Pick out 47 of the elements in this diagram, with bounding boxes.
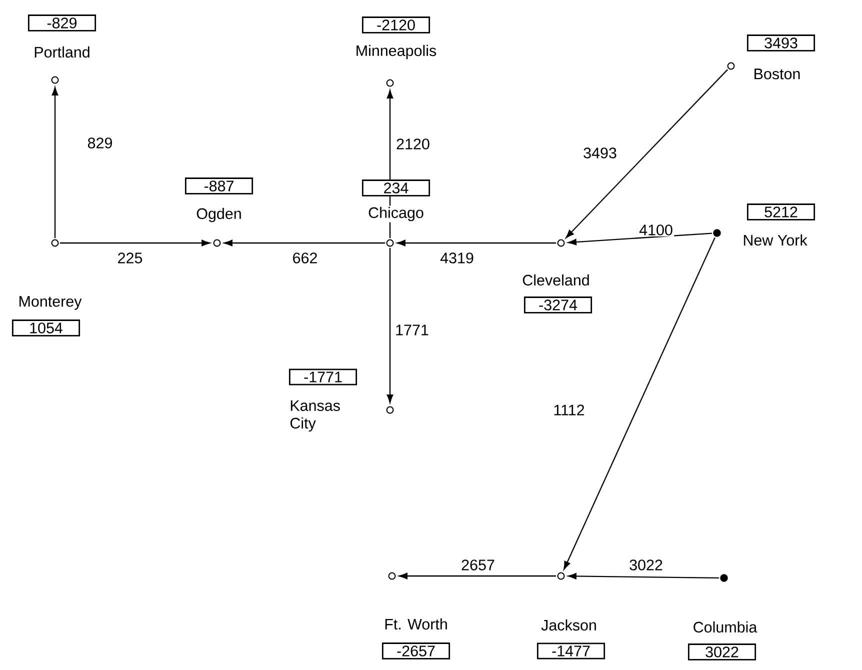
city-name: Cleveland — [520, 273, 592, 287]
city-name: Boston — [752, 68, 802, 80]
edge-label: 4319 — [438, 251, 476, 265]
city-dot — [713, 229, 721, 237]
edge-label: 3493 — [582, 146, 618, 160]
city-name: Chicago — [366, 206, 426, 222]
arrow — [386, 248, 394, 403]
edge-label: 2657 — [460, 558, 496, 572]
city-name: Ft. Worth — [382, 617, 450, 631]
value-box: -2120 — [362, 16, 430, 34]
value-box: 234 — [362, 180, 430, 196]
value-box: -829 — [28, 14, 96, 32]
edge-label: 1112 — [552, 404, 586, 416]
city-name: Monterey — [17, 295, 83, 311]
arrow — [568, 573, 719, 580]
edge-label: 662 — [291, 251, 319, 265]
edge-label: 1771 — [394, 324, 430, 336]
value-box: -1477 — [536, 642, 606, 660]
value-box: -2657 — [382, 642, 450, 660]
value-box: 1054 — [12, 320, 80, 336]
city-name: Minneapolis — [354, 44, 438, 60]
value-box: -887 — [184, 178, 254, 194]
value-box: -3274 — [524, 296, 592, 314]
arrow — [60, 240, 210, 246]
value-box: -1771 — [288, 368, 358, 386]
edge-label: 225 — [116, 251, 144, 265]
city-name: Columbia — [692, 620, 758, 634]
edge-label: 4100 — [638, 223, 674, 237]
city-name: Jackson — [540, 618, 598, 632]
edge-label: 3022 — [628, 558, 664, 572]
city-name: Portland — [32, 45, 92, 59]
city-dot — [720, 574, 728, 582]
arrow — [564, 237, 716, 570]
arrow — [568, 232, 712, 246]
value-box: 3022 — [688, 644, 756, 660]
value-box: 5212 — [746, 204, 816, 220]
city-name: New York — [742, 233, 808, 247]
value-box: 3493 — [746, 34, 816, 52]
arrow — [52, 87, 58, 238]
city-name: Kansas City — [290, 400, 340, 432]
arrow — [399, 572, 556, 580]
edge-label: 2120 — [394, 137, 432, 151]
arrow — [397, 240, 556, 246]
city-name: Ogden — [194, 206, 244, 224]
arrow — [224, 240, 386, 246]
arrow — [566, 69, 728, 238]
edge-label: 829 — [86, 136, 114, 150]
